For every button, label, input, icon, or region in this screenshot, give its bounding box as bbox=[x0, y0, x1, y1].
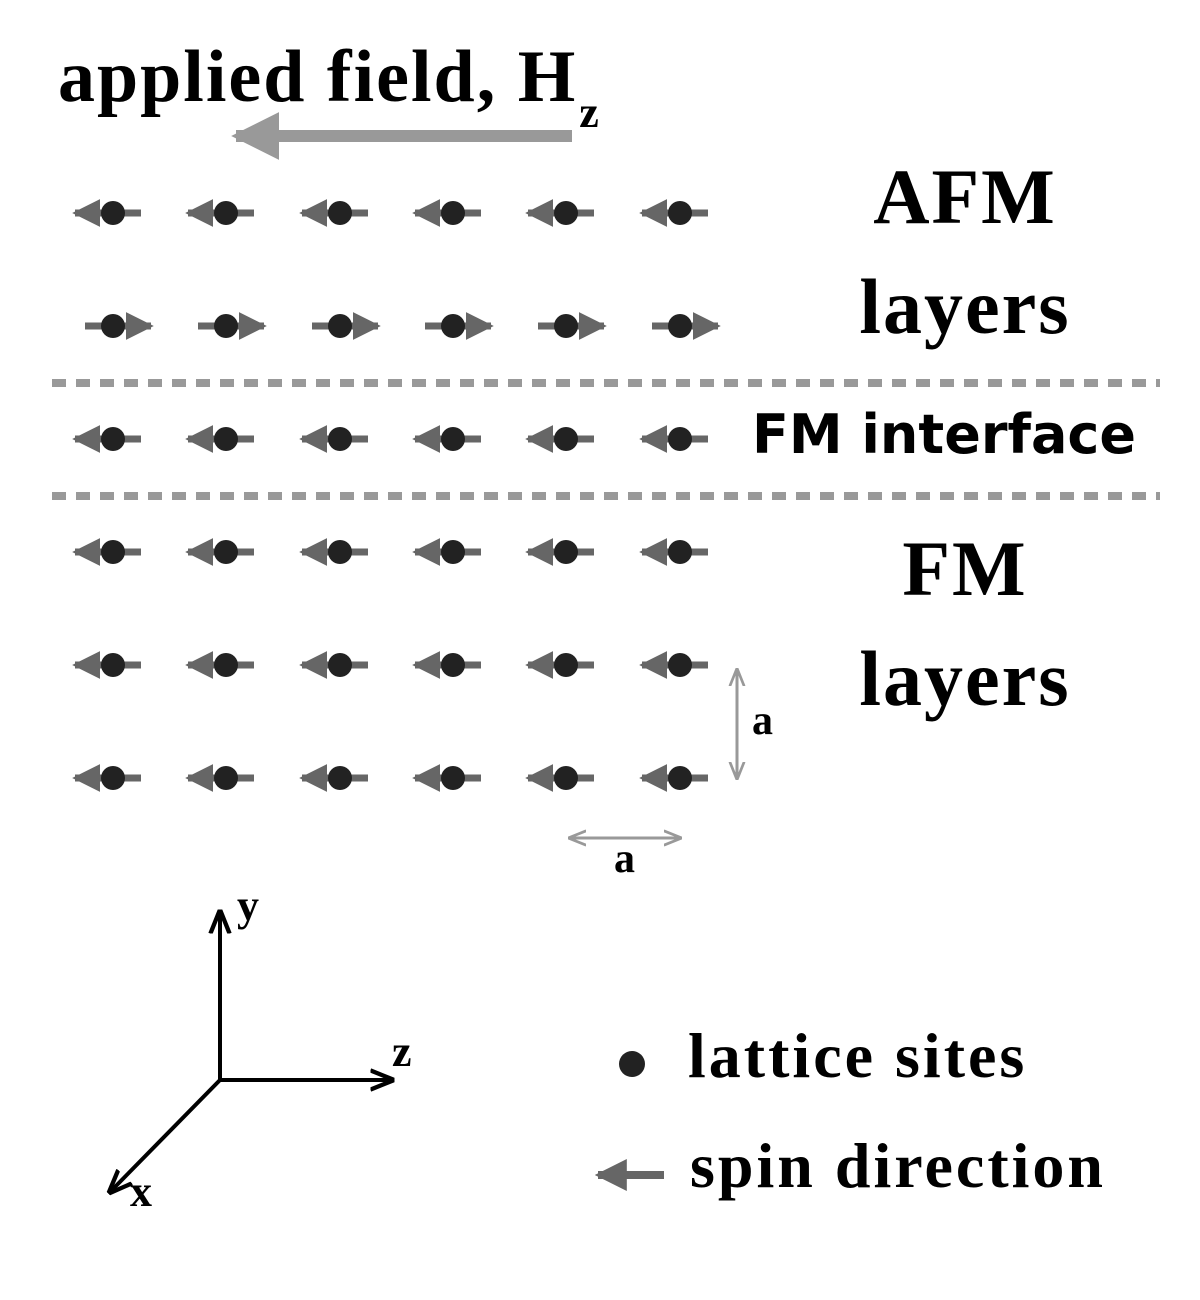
lattice-site bbox=[441, 540, 465, 564]
lattice-site bbox=[214, 540, 238, 564]
title-subscript: z bbox=[579, 88, 601, 137]
lattice-site bbox=[668, 766, 692, 790]
lattice-site bbox=[328, 540, 352, 564]
lattice-site bbox=[554, 314, 578, 338]
horizontal-spacing-label: a bbox=[614, 836, 635, 882]
fm-label-line2: layers bbox=[859, 635, 1071, 722]
lattice-site bbox=[668, 314, 692, 338]
lattice-site bbox=[101, 201, 125, 225]
lattice-site bbox=[554, 201, 578, 225]
lattice-site bbox=[101, 540, 125, 564]
x-axis-arrow bbox=[110, 1078, 222, 1192]
lattice-site bbox=[214, 653, 238, 677]
lattice-site bbox=[101, 653, 125, 677]
lattice-site bbox=[554, 653, 578, 677]
lattice-site bbox=[441, 653, 465, 677]
lattice-site bbox=[214, 314, 238, 338]
lattice-site bbox=[441, 427, 465, 451]
lattice-site bbox=[214, 427, 238, 451]
x-axis-label: x bbox=[130, 1167, 152, 1216]
spin-lattice bbox=[72, 199, 721, 792]
legend-lattice-sites-label: lattice sites bbox=[688, 1020, 1028, 1091]
lattice-site bbox=[328, 314, 352, 338]
lattice-site bbox=[668, 201, 692, 225]
lattice-site bbox=[668, 653, 692, 677]
coordinate-axes bbox=[110, 912, 392, 1192]
z-axis-label: z bbox=[392, 1027, 412, 1076]
diagram-title: applied field, Hz bbox=[58, 40, 601, 135]
lattice-site bbox=[554, 540, 578, 564]
lattice-site bbox=[214, 766, 238, 790]
lattice-site bbox=[101, 314, 125, 338]
lattice-site bbox=[668, 540, 692, 564]
lattice-site bbox=[328, 653, 352, 677]
lattice-site bbox=[441, 314, 465, 338]
lattice-site bbox=[554, 427, 578, 451]
lattice-site bbox=[101, 427, 125, 451]
fm-label-line1: FM bbox=[902, 525, 1028, 612]
lattice-site bbox=[101, 766, 125, 790]
lattice-site bbox=[328, 201, 352, 225]
lattice-site-legend-icon bbox=[619, 1051, 645, 1077]
vertical-spacing-label: a bbox=[752, 698, 773, 744]
afm-label-line2: layers bbox=[859, 263, 1071, 350]
lattice-site bbox=[214, 201, 238, 225]
legend-spin-direction-label: spin direction bbox=[690, 1130, 1106, 1201]
lattice-site bbox=[441, 766, 465, 790]
y-axis-label: y bbox=[237, 881, 259, 930]
lattice-site bbox=[441, 201, 465, 225]
lattice-site bbox=[668, 427, 692, 451]
afm-label-line1: AFM bbox=[873, 153, 1057, 240]
fm-interface-label: FM interface bbox=[752, 403, 1137, 466]
lattice-site bbox=[328, 766, 352, 790]
lattice-site bbox=[554, 766, 578, 790]
lattice-site bbox=[328, 427, 352, 451]
title-main: applied field, H bbox=[58, 36, 578, 118]
